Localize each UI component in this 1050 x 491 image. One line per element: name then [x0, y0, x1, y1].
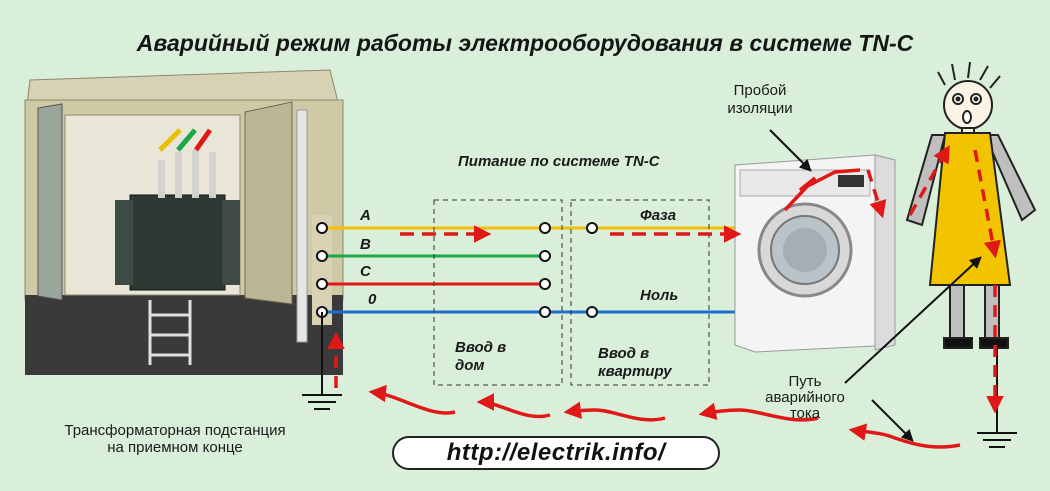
- phase-label: Фаза: [640, 207, 677, 224]
- breakdown-label: Пробой изоляции: [727, 82, 793, 117]
- url-badge: [392, 436, 720, 470]
- person-ground-icon: [977, 348, 1017, 448]
- apartment-input-box: [570, 199, 710, 386]
- apartment-input-label: Ввод в квартиру: [598, 345, 672, 380]
- supply-system-label: Питание по системе TN-C: [458, 153, 660, 170]
- fault-path-label: Путь аварийного тока: [765, 373, 845, 422]
- page-title: Аварийный режим работы электрооборудован…: [136, 30, 914, 56]
- substation-label: Трансформаторная подстанция на приемном …: [64, 422, 286, 456]
- source-url[interactable]: http://electrik.info/: [446, 439, 666, 466]
- pointer-arrows: [769, 129, 982, 442]
- terminals: [316, 222, 751, 318]
- neutral-label: Ноль: [640, 287, 679, 304]
- transformer-substation: [24, 69, 344, 375]
- substation-ground-icon: [302, 312, 342, 410]
- conductor-label-c: C: [360, 263, 371, 280]
- fault-current-path: [327, 144, 1004, 449]
- house-input-box: [433, 199, 563, 386]
- person-figure: [905, 61, 1037, 349]
- conductor-label-a: A: [360, 207, 371, 224]
- conductor-label-neutral: 0: [368, 291, 377, 308]
- house-input-label: Ввод в дом: [455, 339, 507, 374]
- washing-machine: [734, 154, 896, 353]
- conductor-label-b: B: [360, 236, 371, 253]
